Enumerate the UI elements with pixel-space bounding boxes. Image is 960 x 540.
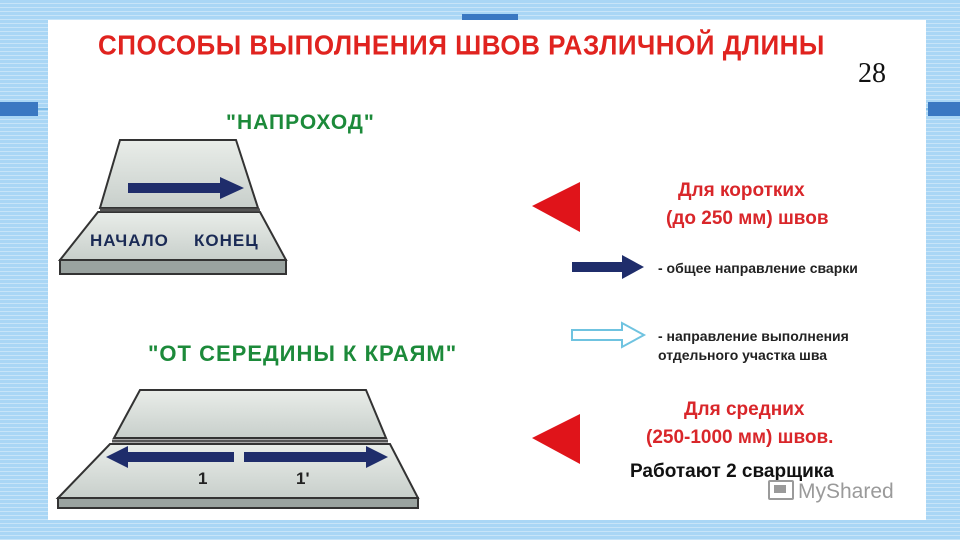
background-accent-tab-top: [462, 14, 518, 20]
slide-title: СПОСОБЫ ВЫПОЛНЕНИЯ ШВОВ РАЗЛИЧНОЙ ДЛИНЫ: [98, 29, 825, 61]
hollow-arrow-icon: [571, 321, 647, 349]
legend-section-direction-line2: отдельного участка шва: [658, 347, 828, 363]
legend-section-direction-line1: - направление выполнения: [658, 328, 849, 344]
end-label: КОНЕЦ: [194, 231, 259, 250]
welder-1-label: 1: [198, 469, 208, 488]
method-center-to-ends-heading: "ОТ СЕРЕДИНЫ К КРАЯМ": [148, 341, 458, 366]
short-seams-line2: (до 250 мм) швов: [666, 208, 829, 229]
slide-canvas: СПОСОБЫ ВЫПОЛНЕНИЯ ШВОВ РАЗЛИЧНОЙ ДЛИНЫ …: [48, 20, 926, 520]
watermark-text: MyShared: [798, 480, 894, 503]
navy-solid-arrow-left-icon: [106, 446, 234, 468]
navy-solid-arrow-right-icon: [244, 446, 388, 468]
workers-note: Работают 2 сварщика: [630, 461, 834, 482]
page-number: 28: [858, 58, 886, 89]
plate-top: [112, 389, 388, 439]
navy-solid-arrow-icon: [128, 177, 244, 199]
background-accent-tab-right: [928, 102, 960, 116]
plate-assembly-center: [55, 389, 420, 509]
short-seams-line1: Для коротких: [678, 180, 805, 201]
legend-general-direction: - общее направление сварки: [658, 260, 858, 276]
red-triangle-pointer-icon: [532, 182, 580, 232]
plate-top: [98, 139, 260, 209]
plate-edge: [57, 497, 419, 509]
myshared-logo-icon: [768, 480, 794, 500]
myshared-watermark[interactable]: MyShared: [768, 480, 894, 504]
welder-1-prime-label: 1': [296, 469, 310, 488]
medium-seams-line1: Для средних: [684, 399, 805, 420]
start-label: НАЧАЛО: [90, 231, 169, 250]
background-accent-tab-left: [0, 102, 38, 116]
plate-edge: [59, 259, 287, 275]
medium-seams-line2: (250-1000 мм) швов.: [646, 427, 834, 448]
red-triangle-pointer-icon: [532, 414, 580, 464]
method-through-heading: "НАПРОХОД": [226, 111, 375, 134]
navy-solid-arrow-icon: [572, 255, 644, 279]
plate-assembly-through: [57, 139, 288, 275]
diagram-graphics: [55, 139, 647, 509]
